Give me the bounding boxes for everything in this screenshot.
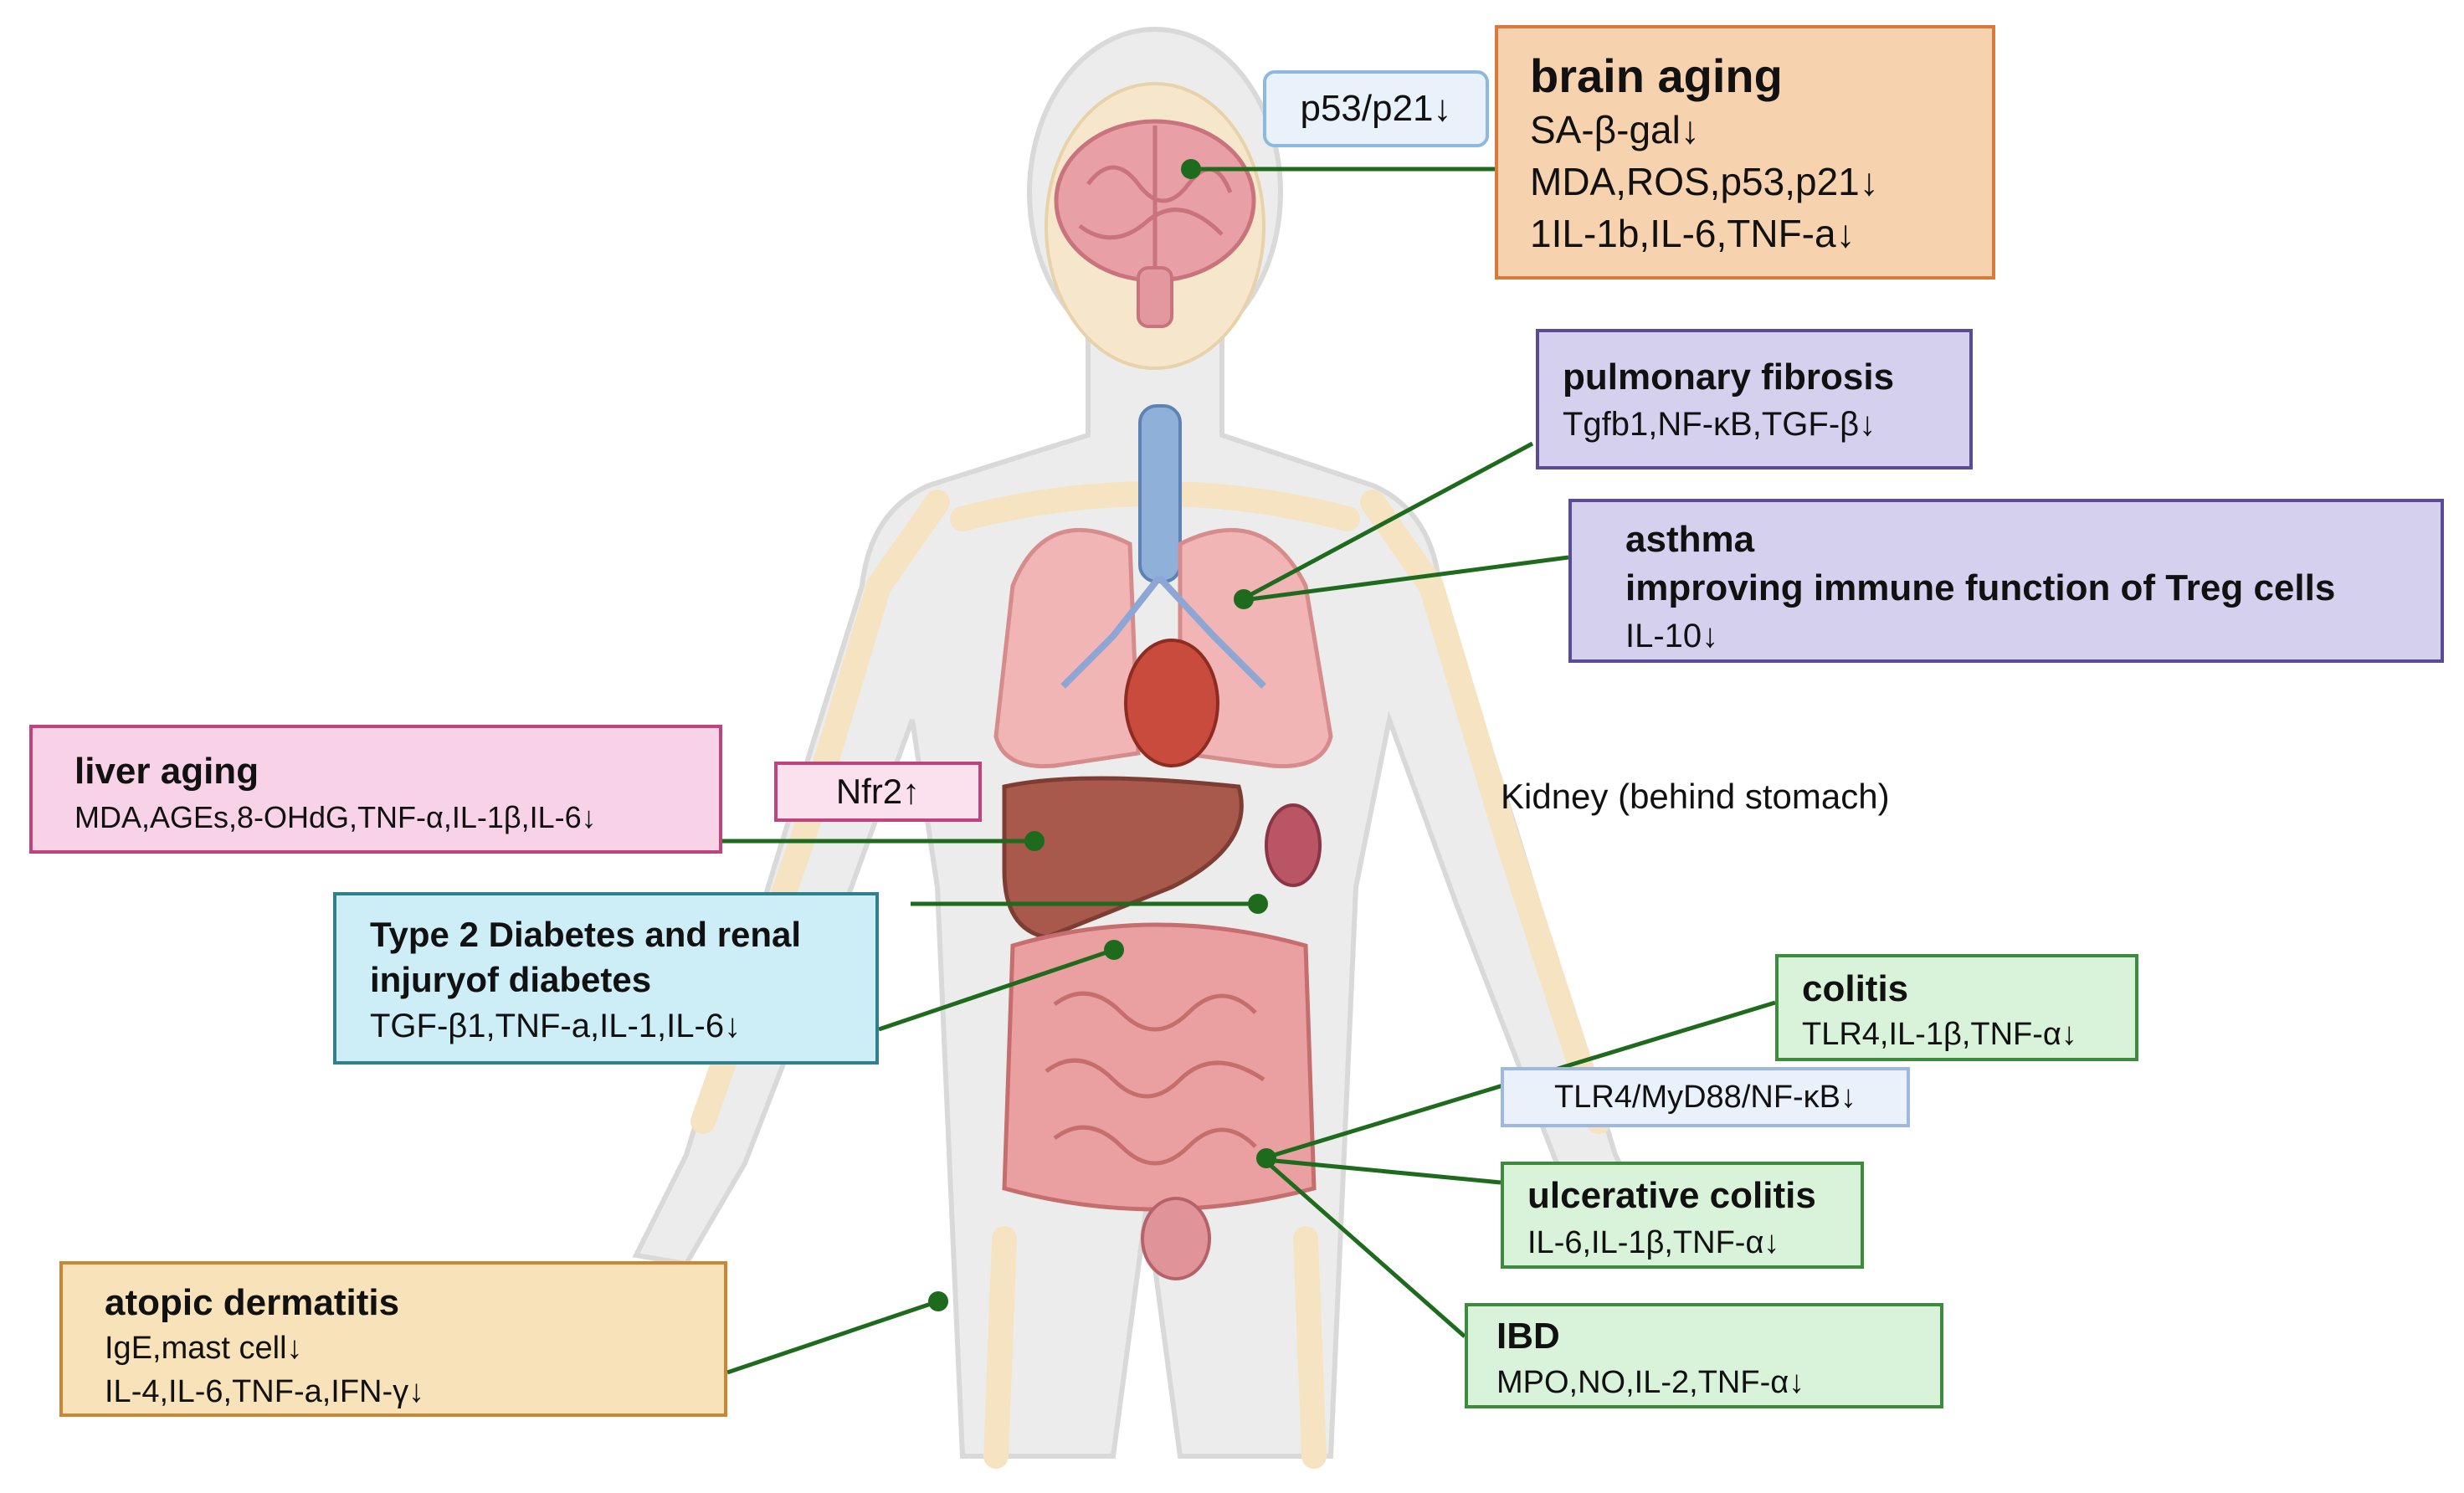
colitis-title: colitis xyxy=(1802,968,1909,1009)
ibd-title: IBD xyxy=(1496,1316,1560,1357)
pulmonary-fibrosis-line-1: Tgfb1,NF-κB,TGF-β↓ xyxy=(1563,406,1876,443)
liver-aging-box: liver aging MDA,AGEs,8-OHdG,TNF-α,IL-1β,… xyxy=(29,725,722,854)
atopic-dermatitis-title: atopic dermatitis xyxy=(105,1282,400,1323)
diabetes-title-line-1: Type 2 Diabetes and renal xyxy=(370,915,802,954)
asthma-subtitle: improving immune function of Treg cells xyxy=(1625,567,2336,608)
connector-dots xyxy=(928,159,1276,1311)
ibd-line-1: MPO,NO,IL-2,TNF-α↓ xyxy=(1496,1365,1805,1400)
intestines xyxy=(1002,922,1317,1212)
brain-aging-line-3: 1IL-1b,IL-6,TNF-a↓ xyxy=(1530,212,1856,255)
atopic-dermatitis-box: atopic dermatitis IgE,mast cell↓ IL-4,IL… xyxy=(59,1261,727,1417)
brain xyxy=(1054,119,1256,328)
ulcerative-colitis-line-1: IL-6,IL-1β,TNF-α↓ xyxy=(1527,1225,1780,1260)
p53-p21-tag: p53/p21↓ xyxy=(1263,70,1489,147)
ulcerative-colitis-box: ulcerative colitis IL-6,IL-1β,TNF-α↓ xyxy=(1501,1162,1864,1269)
asthma-title: asthma xyxy=(1625,519,1755,560)
kidney-label: Kidney (behind stomach) xyxy=(1501,777,1890,816)
bladder xyxy=(1141,1197,1211,1280)
brain-aging-line-1: SA-β-gal↓ xyxy=(1530,108,1700,151)
brain-aging-line-2: MDA,ROS,p53,p21↓ xyxy=(1530,160,1879,203)
atopic-dermatitis-line-2: IL-4,IL-6,TNF-a,IFN-γ↓ xyxy=(105,1374,425,1409)
colitis-box: colitis TLR4,IL-1β,TNF-α↓ xyxy=(1775,954,2138,1061)
diabetes-title-line-2: injuryof diabetes xyxy=(370,960,652,999)
pulmonary-fibrosis-title: pulmonary fibrosis xyxy=(1563,357,1895,398)
diabetes-box: Type 2 Diabetes and renal injuryof diabe… xyxy=(333,892,879,1065)
pulmonary-fibrosis-box: pulmonary fibrosis Tgfb1,NF-κB,TGF-β↓ xyxy=(1536,329,1973,469)
brain-aging-title: brain aging xyxy=(1530,49,1783,102)
brain-aging-box: brain aging SA-β-gal↓ MDA,ROS,p53,p21↓ 1… xyxy=(1495,25,1995,280)
tlr4-myd88-tag: TLR4/MyD88/NF-κB↓ xyxy=(1501,1067,1910,1127)
ibd-box: IBD MPO,NO,IL-2,TNF-α↓ xyxy=(1465,1303,1943,1408)
ulcerative-colitis-title: ulcerative colitis xyxy=(1527,1175,1816,1216)
diabetes-line-1: TGF-β1,TNF-a,IL-1,IL-6↓ xyxy=(370,1008,742,1044)
liver-aging-title: liver aging xyxy=(74,751,259,792)
bronchi xyxy=(1060,575,1266,689)
liver-aging-line-1: MDA,AGEs,8-OHdG,TNF-α,IL-1β,IL-6↓ xyxy=(74,800,597,834)
connector-lines xyxy=(722,167,1776,1375)
intestine-folds xyxy=(1045,991,1265,1166)
asthma-box: asthma improving immune function of Treg… xyxy=(1568,499,2444,663)
colitis-line-1: TLR4,IL-1β,TNF-α↓ xyxy=(1802,1017,2077,1052)
heart xyxy=(1124,639,1219,767)
liver xyxy=(1002,776,1244,940)
asthma-line-1: IL-10↓ xyxy=(1625,618,1719,654)
nfr2-tag: Nfr2↑ xyxy=(774,762,982,822)
atopic-dermatitis-line-1: IgE,mast cell↓ xyxy=(105,1331,303,1366)
kidney xyxy=(1265,803,1322,887)
trachea xyxy=(1138,404,1182,583)
